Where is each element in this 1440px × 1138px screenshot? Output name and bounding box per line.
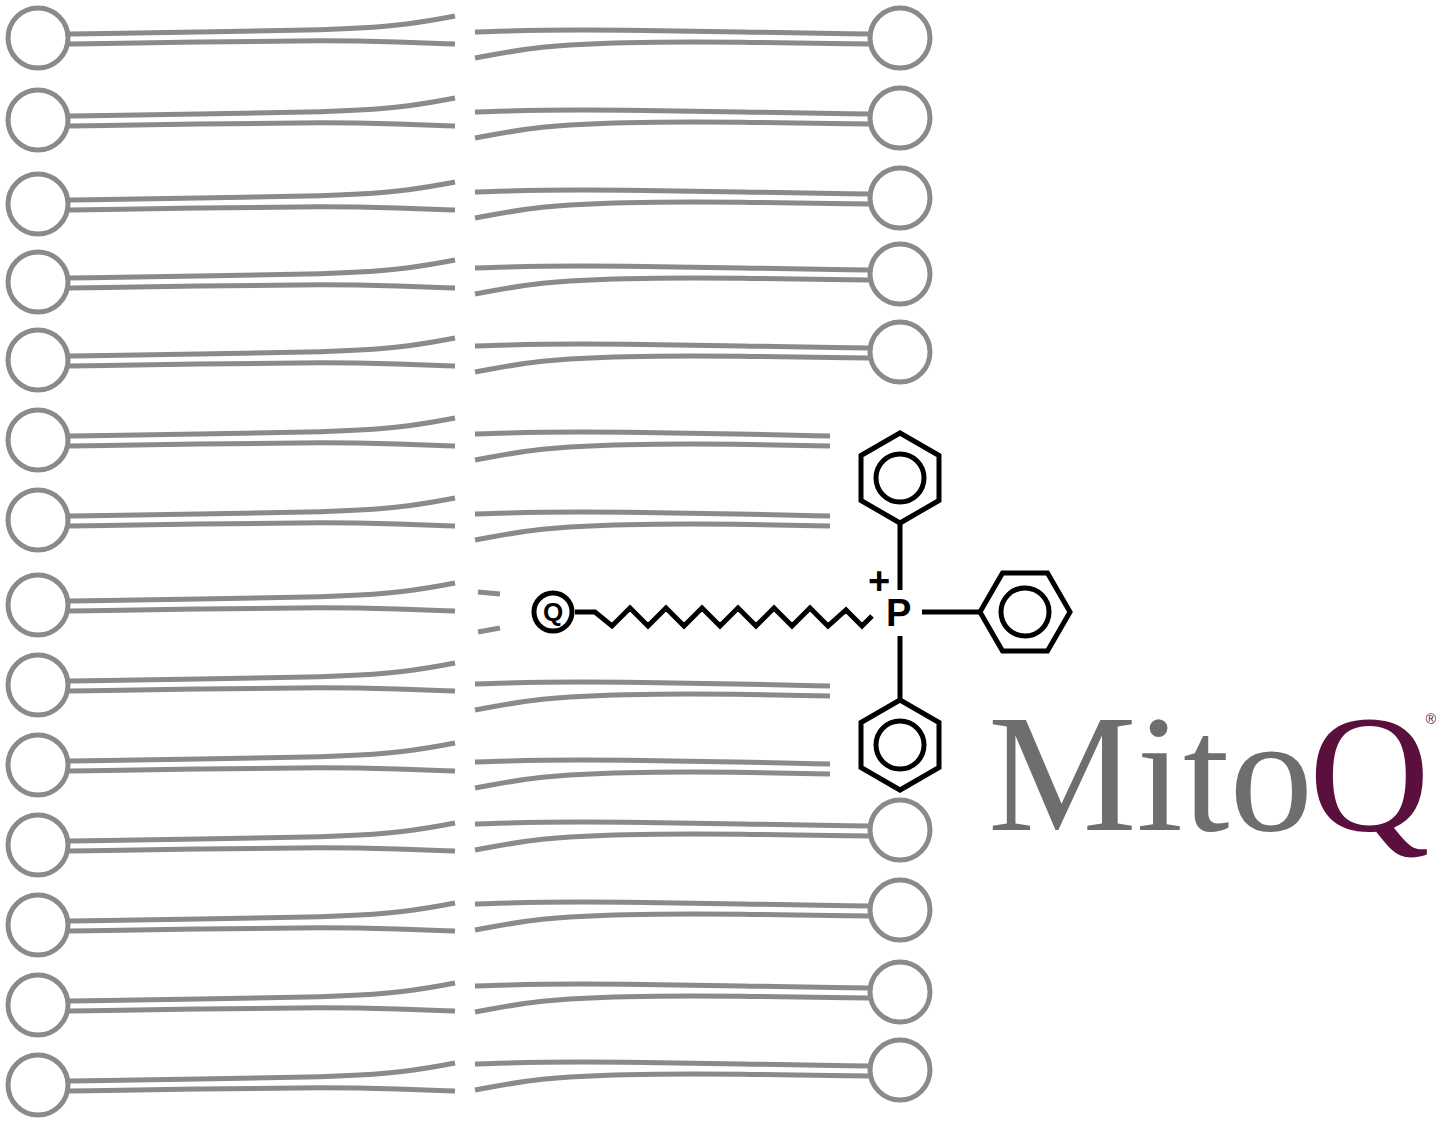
lipid-tail	[68, 848, 455, 851]
lipid-head	[870, 8, 930, 68]
alkyl-chain	[575, 608, 872, 626]
lipid-tail	[475, 202, 870, 218]
lipid-tail	[68, 207, 455, 210]
lipid-bilayer	[8, 8, 930, 1115]
lipid-tail	[68, 16, 455, 34]
lipid-tail	[475, 266, 870, 270]
lipid-head	[8, 90, 68, 150]
lipid-tail	[68, 768, 455, 771]
lipid-tail	[475, 444, 830, 460]
lipid-tail	[68, 1063, 455, 1081]
lipid-tail	[475, 822, 870, 826]
quinone-circle: Q	[531, 590, 575, 634]
lipid-head	[8, 330, 68, 390]
lipid-tail	[68, 338, 455, 356]
lipid-head	[8, 655, 68, 715]
lipid-tail	[68, 498, 455, 516]
lipid-tail	[475, 834, 870, 850]
lipid-head	[870, 800, 930, 860]
lipid-tail	[68, 903, 455, 921]
lipid-head	[870, 168, 930, 228]
lipid-head	[870, 962, 930, 1022]
lipid-head	[870, 322, 930, 382]
lipid-tail	[475, 356, 870, 372]
bond	[922, 610, 980, 615]
lipid-tail	[475, 772, 830, 788]
lipid-tail	[475, 432, 830, 436]
lipid-head	[8, 8, 68, 68]
lipid-tail	[68, 1008, 455, 1011]
lipid-head	[8, 252, 68, 312]
lipid-tail	[478, 592, 500, 594]
lipid-head	[8, 1055, 68, 1115]
lipid-tail	[475, 30, 870, 34]
lipid-tail	[475, 902, 870, 906]
lipid-head	[8, 975, 68, 1035]
lipid-head	[870, 1040, 930, 1100]
lipid-tail	[68, 663, 455, 681]
lipid-head	[8, 490, 68, 550]
lipid-tail	[475, 344, 870, 348]
lipid-tail	[68, 688, 455, 691]
lipid-tail	[68, 363, 455, 366]
lipid-tail	[475, 694, 830, 710]
lipid-tail	[475, 42, 870, 58]
lipid-tail	[68, 983, 455, 1001]
lipid-tail	[475, 190, 870, 194]
lipid-tail	[68, 285, 455, 288]
lipid-tail	[475, 760, 830, 764]
lipid-tail	[68, 182, 455, 200]
lipid-head	[870, 88, 930, 148]
lipid-tail	[68, 523, 455, 526]
brand-logo: Mito	[988, 690, 1313, 857]
phenyl-ring	[861, 433, 939, 523]
bond	[898, 636, 903, 700]
lipid-tail	[68, 583, 455, 601]
lipid-tail	[68, 743, 455, 761]
lipid-tail	[68, 418, 455, 436]
lipid-head	[8, 575, 68, 635]
lipid-head	[8, 410, 68, 470]
lipid-tail	[68, 928, 455, 931]
lipid-head	[8, 815, 68, 875]
atom-symbol: P	[886, 594, 911, 632]
trademark-mark: ®	[1426, 712, 1436, 726]
brand-logo: Q	[1309, 690, 1430, 857]
lipid-tail	[68, 823, 455, 841]
lipid-tail	[68, 608, 455, 611]
lipid-tail	[68, 41, 455, 44]
lipid-head	[8, 895, 68, 955]
lipid-tail	[68, 123, 455, 126]
lipid-tail	[475, 1074, 870, 1090]
phenyl-ring	[980, 573, 1070, 651]
bond	[898, 522, 903, 590]
phenyl-ring	[861, 700, 939, 790]
lipid-tail	[68, 98, 455, 116]
lipid-head	[8, 735, 68, 795]
lipid-tail	[475, 682, 830, 686]
lipid-tail	[68, 1088, 455, 1091]
lipid-tail	[475, 122, 870, 138]
lipid-head	[870, 880, 930, 940]
lipid-head	[870, 244, 930, 304]
lipid-head	[8, 174, 68, 234]
lipid-tail	[475, 512, 830, 516]
lipid-tail	[475, 524, 830, 540]
node-text: Q	[543, 599, 563, 625]
lipid-tail	[478, 628, 500, 632]
lipid-tail	[68, 260, 455, 278]
lipid-tail	[475, 1062, 870, 1066]
lipid-tail	[68, 443, 455, 446]
lipid-tail	[475, 278, 870, 294]
lipid-tail	[475, 996, 870, 1012]
lipid-tail	[475, 984, 870, 988]
lipid-tail	[475, 914, 870, 930]
lipid-tail	[475, 110, 870, 114]
